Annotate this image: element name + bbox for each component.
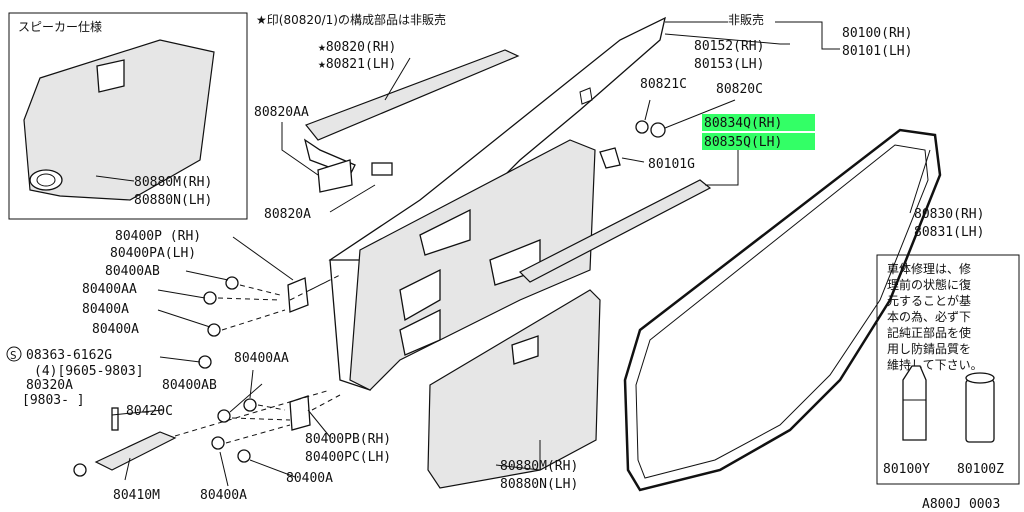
speaker-inset-title: スピーカー仕様 (18, 20, 102, 34)
label-80880n-lh: 80880N(LH) (500, 477, 578, 492)
molding-clip-80820a (371, 162, 393, 176)
s-mark-circle (6, 346, 22, 362)
repair-line-2: 理前の状態に復 (887, 277, 971, 292)
label-80820a: 80820A (264, 207, 311, 222)
lower-hinge-80400pb (289, 395, 311, 431)
speaker-label-lh: 80880N(LH) (134, 193, 212, 208)
part-labels: 非販売 80100(RH) 80101(LH) 80152(RH) 80153(… (6, 12, 984, 503)
door-check-80410m (94, 431, 177, 471)
label-80400pc-lh: 80400PC(LH) (305, 450, 391, 465)
speaker-inset-frame (8, 12, 248, 220)
bolt-80400ab-lower (217, 409, 231, 423)
pin-80420c (111, 407, 119, 431)
label-hi-hanbai: 非販売 (728, 12, 764, 27)
footer-code: A800J 0003 (922, 497, 1000, 512)
label-80400ab-1: 80400AB (105, 264, 160, 279)
label-80100z: 80100Z (957, 462, 1004, 477)
repair-line-6: 用し防錆品質を (887, 341, 971, 356)
speaker-grille (29, 169, 63, 191)
label-80400a-4: 80400A (200, 488, 247, 503)
bolt-80400a-lower (211, 436, 225, 450)
label-80101g: 80101G (648, 157, 695, 172)
label-80400aa-2: 80400AA (234, 351, 289, 366)
label-80820aa: 80820AA (254, 105, 309, 120)
label-80100y: 80100Y (883, 462, 930, 477)
label-80320a-date: [9803- ] (22, 393, 85, 408)
label-80834q-rh: 80834Q(RH) (704, 116, 782, 131)
speaker-label-rh: 80880M(RH) (134, 175, 212, 190)
repair-note-box: 車体修理は、修 理前の状態に復 元することが基 本の為、必ず下 記純正部品を使 … (876, 254, 1020, 485)
label-80831-lh: 80831(LH) (914, 225, 984, 240)
repair-line-3: 元することが基 (887, 293, 971, 308)
label-80835q-lh: 80835Q(LH) (704, 135, 782, 150)
non-sale-note: ★印(80820/1)の構成部品は非販売 (256, 12, 446, 27)
label-80400aa-1: 80400AA (82, 282, 137, 297)
bolts (73, 276, 257, 477)
belt-weatherstrip-inner (518, 179, 712, 283)
door-service-hole-2 (399, 268, 441, 322)
label-08363-qty: (4)[9605-9803] (34, 364, 144, 379)
repair-line-7: 維持して下さい。 (887, 357, 983, 372)
label-80400pa-lh: 80400PA(LH) (110, 246, 196, 261)
label-80400a-2: 80400A (92, 322, 139, 337)
bolt-80400ab-upper (225, 276, 239, 290)
leader-lines (111, 21, 931, 487)
label-80152-rh: 80152(RH) (694, 39, 764, 54)
label-08363: 08363-6162G (26, 348, 112, 363)
label-80153-lh: 80153(LH) (694, 57, 764, 72)
stopper-80101g (599, 147, 621, 169)
label-80400pb-rh: 80400PB(RH) (305, 432, 391, 447)
spray-can-80100z (965, 379, 995, 443)
label-80420c: 80420C (126, 404, 173, 419)
trim-handle-pocket (511, 335, 539, 365)
bolt-80400a-mid (198, 355, 212, 369)
bolt-80400aa-upper (203, 291, 217, 305)
sealant-tube-80100y (902, 365, 927, 441)
label-80320a: 80320A (26, 378, 73, 393)
door-service-hole-3 (399, 308, 441, 356)
speaker-spec-inset: スピーカー仕様 80880M(RH) 80880N(LH) (8, 12, 248, 220)
bolt-08363 (73, 463, 87, 477)
cap-80820c (650, 122, 666, 138)
label-80101-lh: 80101(LH) (842, 44, 912, 59)
repair-line-1: 車体修理は、修 (887, 261, 971, 276)
molding-end-80820aa (317, 159, 353, 193)
label-80821-lh: ★80821(LH) (318, 57, 396, 72)
door-trim-panel (427, 289, 601, 489)
grommet-80821c (635, 120, 649, 134)
bolt-80400a-lower-2 (237, 449, 251, 463)
repair-note-frame (876, 254, 1020, 485)
speaker-door-trim (23, 39, 215, 201)
highlight-80835q (702, 133, 815, 150)
label-80820-rh: ★80820(RH) (318, 40, 396, 55)
label-80410m: 80410M (113, 488, 160, 503)
door-service-hole-1 (419, 208, 471, 256)
highlight-80834q (702, 114, 815, 131)
label-80400a-3: 80400A (286, 471, 333, 486)
bolt-80400aa-lower (243, 398, 257, 412)
label-80830-rh: 80830(RH) (914, 207, 984, 222)
label-80400p-rh: 80400P (RH) (115, 229, 201, 244)
label-80400ab-2: 80400AB (162, 378, 217, 393)
speaker-trim-handle-pocket (96, 59, 125, 93)
label-80880m-rh: 80880M(RH) (500, 459, 578, 474)
front-door-assembly (328, 16, 666, 391)
label-80821c: 80821C (640, 77, 687, 92)
repair-line-4: 本の為、必ず下 (887, 310, 971, 324)
label-80820c: 80820C (716, 82, 763, 97)
s-mark: S (10, 349, 17, 362)
belt-weatherstrip-outer (305, 49, 520, 141)
label-80100-rh: 80100(RH) (842, 26, 912, 41)
label-80400a-1: 80400A (82, 302, 129, 317)
repair-line-5: 記純正部品を使 (887, 325, 971, 340)
bolt-80400a-upper (207, 323, 221, 337)
opening-weatherstrip (623, 128, 942, 492)
upper-hinge-80400p (287, 277, 309, 313)
